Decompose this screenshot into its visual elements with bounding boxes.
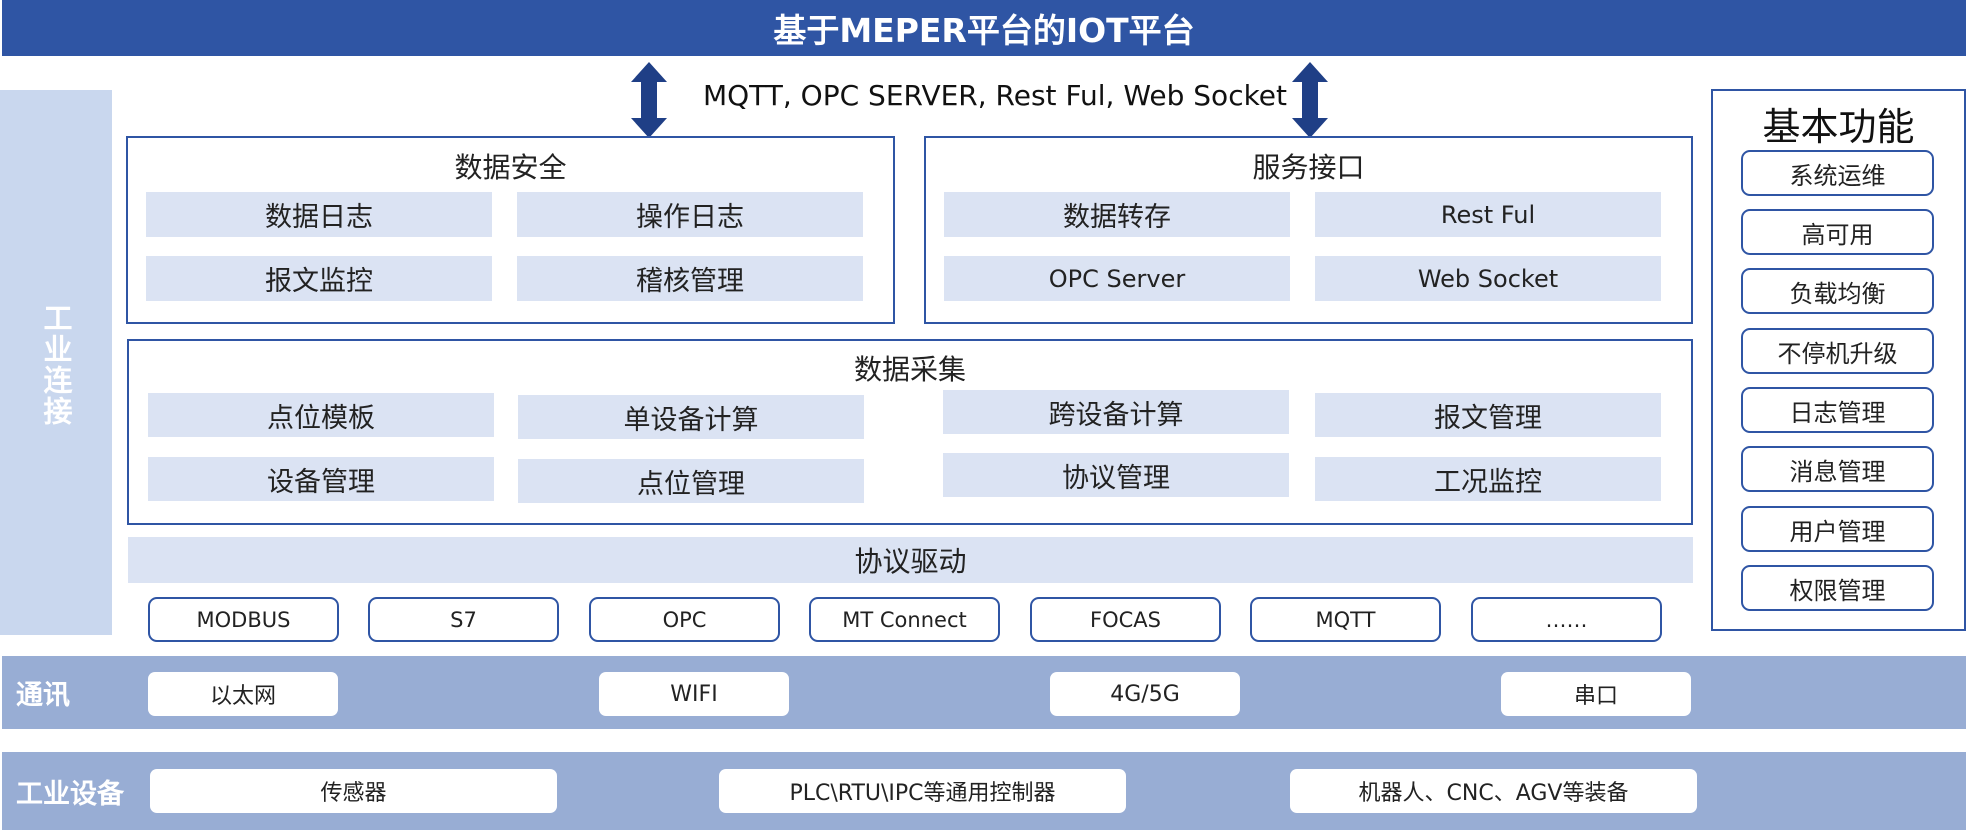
- basic-function-item: 不停机升级: [1741, 328, 1934, 374]
- data-collection-item: 工况监控: [1315, 457, 1661, 501]
- service-interface-item: OPC Server: [944, 256, 1290, 301]
- communication-chip: 串口: [1501, 672, 1691, 716]
- protocol-chip: FOCAS: [1030, 597, 1221, 642]
- data-security-item: 操作日志: [517, 192, 863, 237]
- industrial-device-chip: 传感器: [150, 769, 557, 813]
- industrial-connection-label: 工业连接: [39, 303, 73, 427]
- data-collection-item: 点位模板: [148, 393, 494, 437]
- data-collection-item: 单设备计算: [518, 395, 864, 439]
- communication-label: 通讯: [16, 680, 70, 711]
- protocol-chip: S7: [368, 597, 559, 642]
- communication-chip: 4G/5G: [1050, 672, 1240, 716]
- basic-function-item: 高可用: [1741, 209, 1934, 255]
- data-collection-item: 协议管理: [943, 453, 1289, 497]
- data-collection-item: 点位管理: [518, 459, 864, 503]
- data-security-item: 稽核管理: [517, 256, 863, 301]
- basic-functions-title: 基本功能: [1762, 105, 1915, 149]
- industrial-device-chip: PLC\RTU\IPC等通用控制器: [719, 769, 1126, 813]
- data-collection-item: 报文管理: [1315, 393, 1661, 437]
- basic-function-item: 日志管理: [1741, 387, 1934, 433]
- data-collection-item: 设备管理: [148, 457, 494, 501]
- basic-function-item: 用户管理: [1741, 506, 1934, 552]
- industrial-connection-sidebar: [0, 90, 112, 635]
- double-arrow-icon: [631, 62, 667, 138]
- protocol-chip: OPC: [589, 597, 780, 642]
- basic-function-item: 系统运维: [1741, 150, 1934, 196]
- data-collection-title: 数据采集: [853, 353, 966, 386]
- protocol-chip: ……: [1471, 597, 1662, 642]
- basic-function-item: 消息管理: [1741, 446, 1934, 492]
- service-interface-title: 服务接口: [1252, 151, 1365, 184]
- data-collection-item: 跨设备计算: [943, 390, 1289, 434]
- industrial-device-chip: 机器人、CNC、AGV等装备: [1290, 769, 1697, 813]
- basic-function-item: 负载均衡: [1741, 268, 1934, 314]
- double-arrow-icon: [1292, 62, 1328, 138]
- protocol-chip: MT Connect: [809, 597, 1000, 642]
- protocol-driver-bar: 协议驱动: [128, 537, 1693, 583]
- communication-chip: 以太网: [148, 672, 338, 716]
- protocol-chip: MQTT: [1250, 597, 1441, 642]
- basic-function-item: 权限管理: [1741, 565, 1934, 611]
- service-interface-item: Web Socket: [1315, 256, 1661, 301]
- communication-chip: WIFI: [599, 672, 789, 716]
- service-interface-item: 数据转存: [944, 192, 1290, 237]
- service-interface-item: Rest Ful: [1315, 192, 1661, 237]
- data-security-title: 数据安全: [454, 151, 567, 184]
- data-security-item: 数据日志: [146, 192, 492, 237]
- page-title: 基于MEPER平台的IOT平台: [2, 0, 1966, 56]
- protocols-text: MQTT, OPC SERVER, Rest Ful, Web Socket: [702, 78, 1288, 112]
- protocol-chip: MODBUS: [148, 597, 339, 642]
- industrial-devices-label: 工业设备: [16, 778, 124, 810]
- data-security-item: 报文监控: [146, 256, 492, 301]
